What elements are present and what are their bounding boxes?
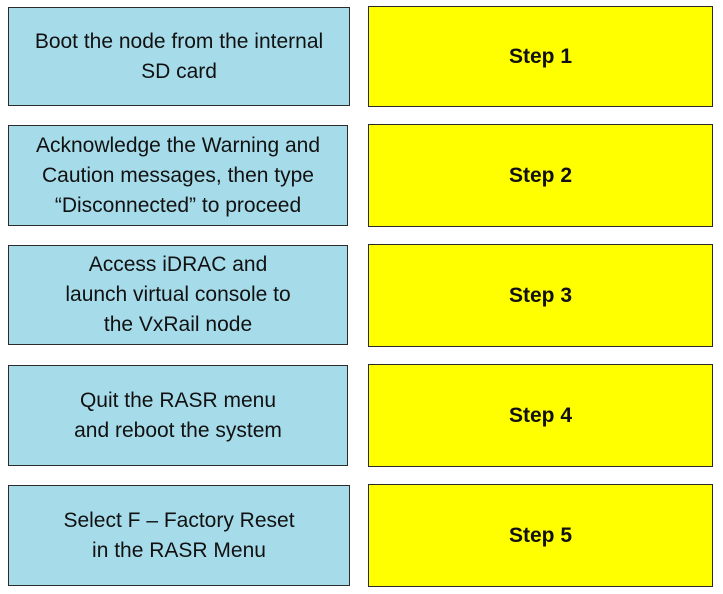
- step-target-1[interactable]: Step 1: [368, 6, 713, 107]
- action-box-5[interactable]: Select F – Factory Reset in the RASR Men…: [8, 485, 350, 586]
- action-text-3: Access iDRAC and launch virtual console …: [65, 253, 291, 336]
- step-target-5[interactable]: Step 5: [368, 484, 713, 587]
- action-box-1[interactable]: Boot the node from the internal SD card: [8, 7, 350, 106]
- action-text-5: Select F – Factory Reset in the RASR Men…: [63, 508, 295, 562]
- step-label-3: Step 3: [508, 283, 573, 307]
- action-box-4[interactable]: Quit the RASR menu and reboot the system: [8, 365, 348, 466]
- action-text-4: Quit the RASR menu and reboot the system: [74, 388, 282, 442]
- step-label-4: Step 4: [508, 403, 573, 427]
- step-label-2: Step 2: [508, 163, 573, 187]
- action-text-1: Boot the node from the internal SD card: [34, 29, 324, 83]
- step-target-3[interactable]: Step 3: [368, 244, 713, 347]
- step-target-4[interactable]: Step 4: [368, 364, 713, 467]
- action-box-2[interactable]: Acknowledge the Warning and Caution mess…: [8, 125, 348, 226]
- action-box-3[interactable]: Access iDRAC and launch virtual console …: [8, 245, 348, 345]
- action-text-2: Acknowledge the Warning and Caution mess…: [35, 133, 321, 217]
- step-label-5: Step 5: [508, 523, 573, 547]
- step-label-1: Step 1: [508, 44, 573, 68]
- step-target-2[interactable]: Step 2: [368, 124, 713, 227]
